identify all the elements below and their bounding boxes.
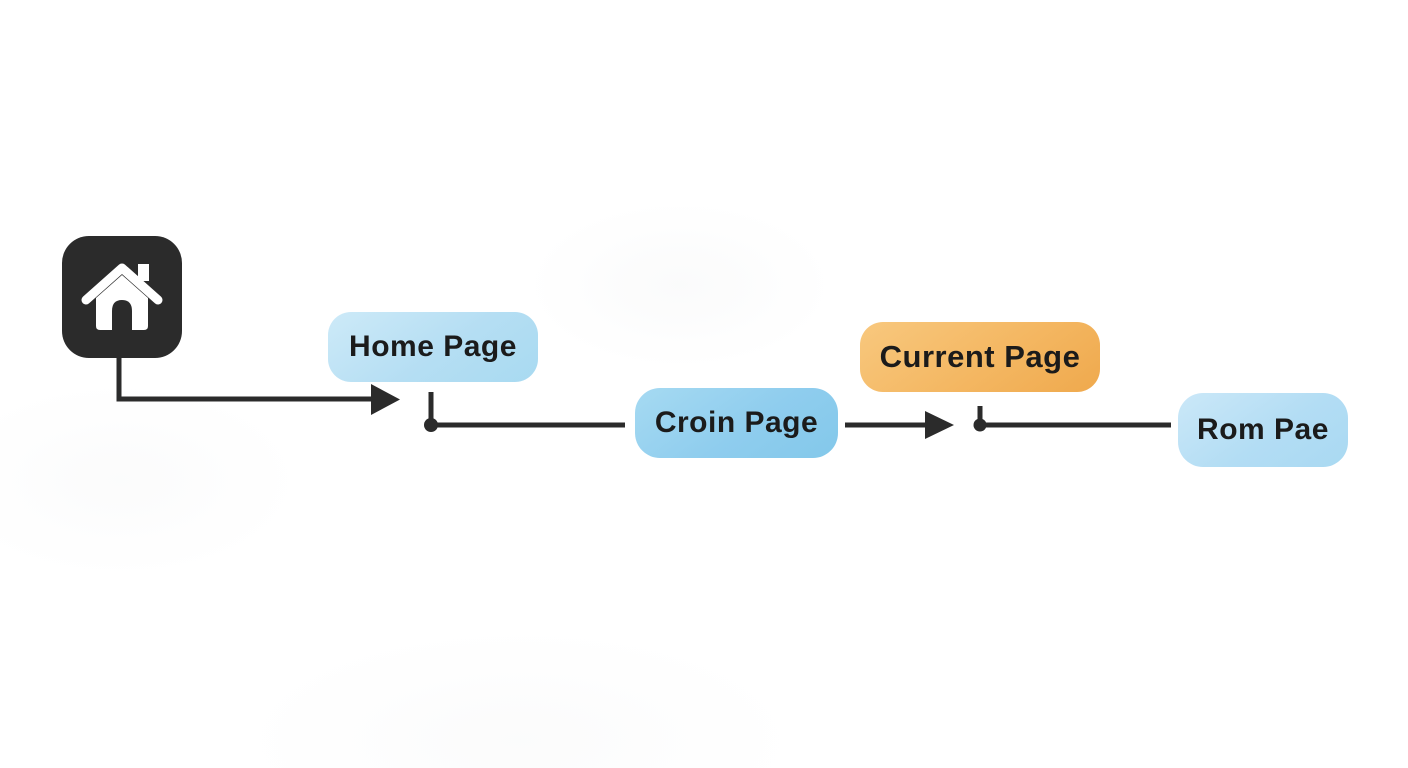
node-croin-page-label: Croin Page — [654, 406, 819, 439]
junction-dot-icon — [973, 418, 987, 432]
home-icon-graphic — [62, 236, 182, 358]
node-rom-page: Rom Pae — [1178, 393, 1348, 467]
connector-current-page-to-rom-page — [977, 406, 1171, 428]
home-icon-chimney — [138, 264, 149, 281]
node-current-page-label: Current Page — [879, 339, 1081, 374]
home-icon-door — [112, 300, 132, 330]
node-home-page: Home Page — [328, 312, 538, 382]
arrowhead-icon — [371, 384, 400, 415]
connector-home-page-to-croin-page — [428, 392, 625, 428]
home-icon-roof — [81, 263, 163, 305]
node-croin-page: Croin Page — [635, 388, 838, 458]
junction-dot-icon — [424, 418, 438, 432]
node-current-page: Current Page — [860, 322, 1100, 392]
arrowhead-icon — [925, 411, 954, 439]
home-icon — [62, 236, 182, 358]
node-rom-page-label: Rom Pae — [1197, 413, 1329, 446]
node-home-page-label: Home Page — [349, 330, 517, 363]
